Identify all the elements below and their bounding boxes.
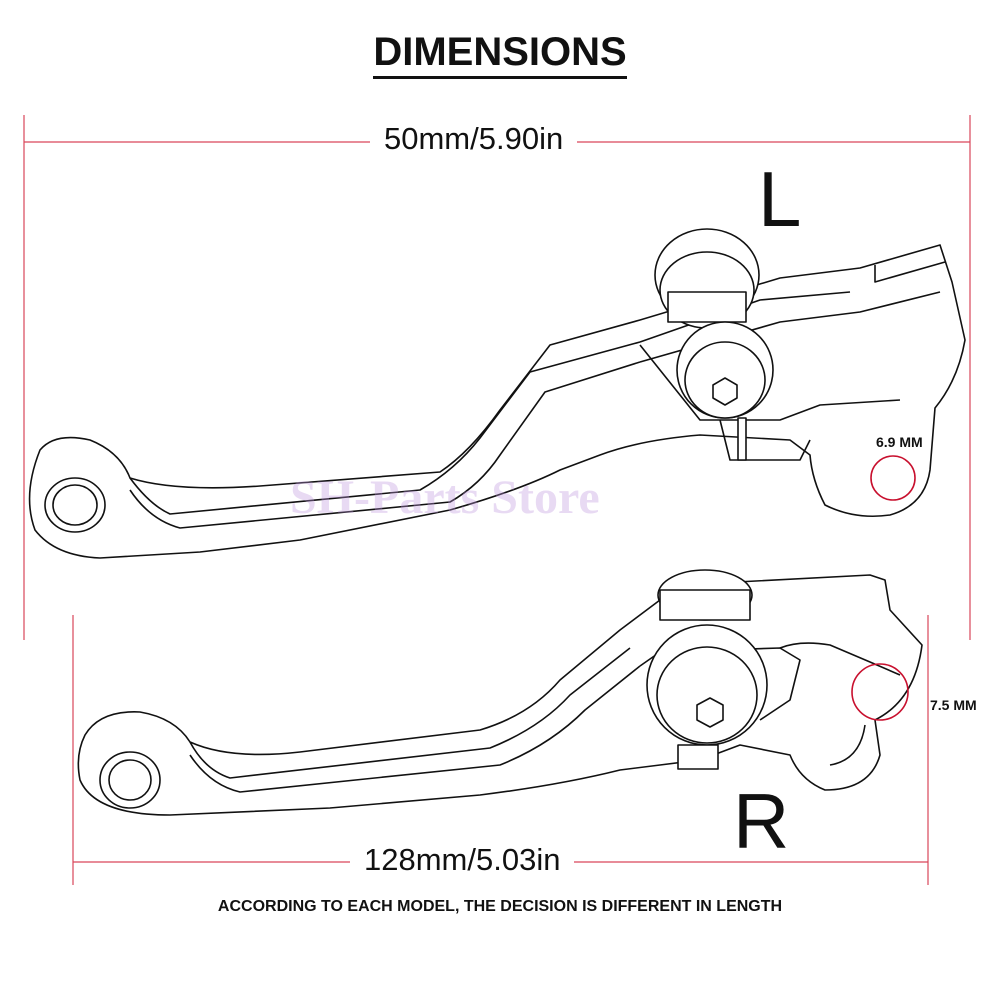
right-side-letter: R bbox=[733, 777, 790, 865]
right-lever-drawing bbox=[77, 569, 923, 816]
left-hole-ring bbox=[870, 455, 916, 501]
page-title-text: DIMENSIONS bbox=[373, 30, 627, 79]
right-hole-size-label: 7.5 MM bbox=[930, 697, 977, 713]
left-lever-drawing bbox=[28, 228, 966, 559]
watermark: SH-Parts Store bbox=[290, 471, 600, 524]
left-hole-size-label: 6.9 MM bbox=[876, 434, 923, 450]
right-hole-ring bbox=[851, 663, 909, 721]
left-lever-bolt-hex bbox=[712, 377, 738, 406]
bottom-dimension-label: 128mm/5.03in bbox=[350, 842, 575, 878]
footnote: ACCORDING TO EACH MODEL, THE DECISION IS… bbox=[217, 898, 783, 915]
page-title: DIMENSIONS bbox=[0, 30, 1000, 79]
left-side-letter: L bbox=[758, 155, 802, 243]
right-lever-bolt-hex bbox=[696, 697, 724, 728]
right-lever-blade bbox=[77, 574, 923, 816]
top-dimension-label: 50mm/5.90in bbox=[370, 121, 578, 157]
